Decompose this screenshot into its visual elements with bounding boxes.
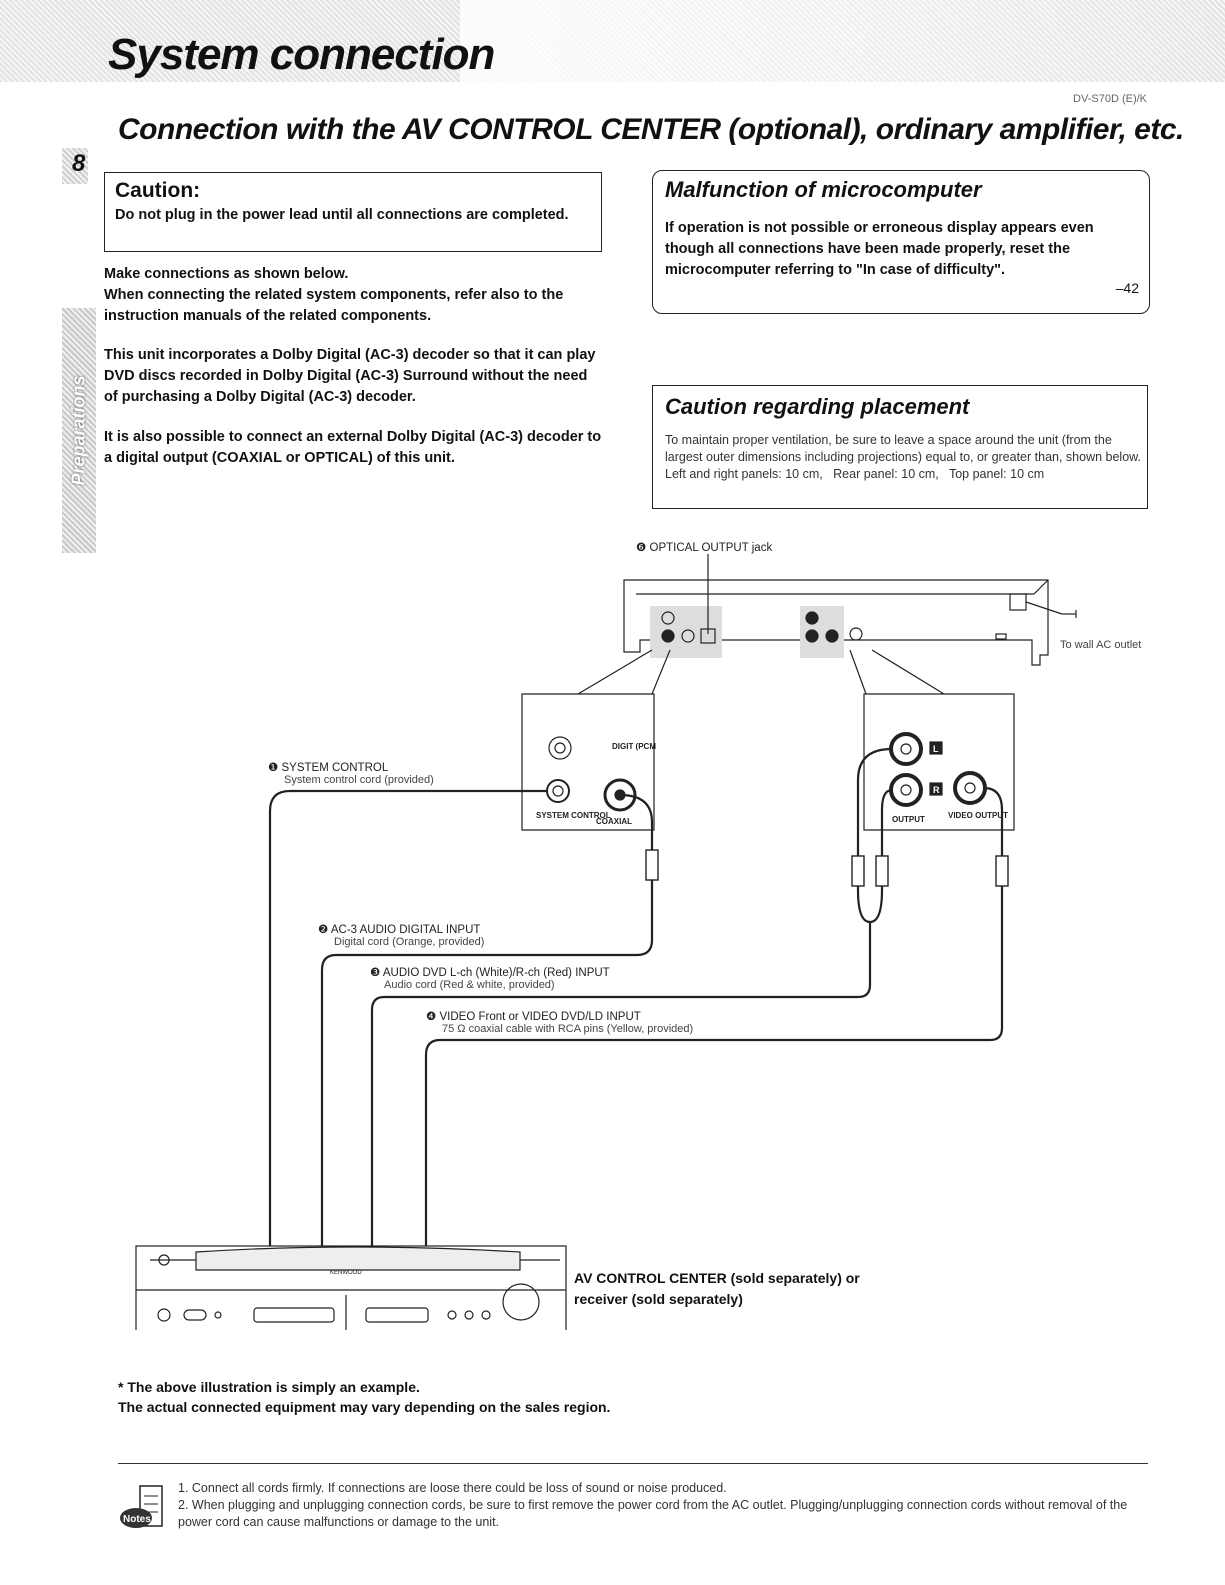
malfunction-title: Malfunction of microcomputer: [665, 177, 982, 202]
caution-box: Caution: Do not plug in the power lead u…: [104, 172, 602, 252]
connection-diagram: ❻ OPTICAL OUTPUT jack To wall AC outlet …: [135, 542, 1141, 1330]
cable-4-subtitle: 75 Ω coaxial cable with RCA pins (Yellow…: [442, 1023, 693, 1035]
digital-output-zoom-panel: [521, 693, 655, 831]
cable-3-title: ❸ AUDIO DVD L-ch (White)/R-ch (Red) INPU…: [370, 967, 610, 979]
page-reference: –42: [1115, 280, 1139, 296]
av-control-center-caption: AV CONTROL CENTER (sold separately) or r…: [574, 1268, 860, 1310]
analog-output-zoom-panel: [863, 693, 1015, 831]
note-item-1: 1. Connect all cords firmly. If connecti…: [178, 1481, 727, 1495]
malfunction-body: If operation is not possible or erroneou…: [665, 220, 1094, 278]
placement-body: To maintain proper ventilation, be sure …: [665, 432, 1141, 483]
placement-box: Caution regarding placement To maintain …: [652, 385, 1148, 509]
footnote: * The above illustration is simply an ex…: [118, 1377, 610, 1417]
optical-output-label: ❻ OPTICAL OUTPUT jack: [636, 542, 772, 554]
system-control-jack-label: SYSTEM CONTROL: [536, 811, 611, 820]
side-tab: [62, 308, 96, 553]
video-output-jack-label: VIDEO OUTPUT: [948, 811, 1008, 820]
section-title: Connection with the AV CONTROL CENTER (o…: [118, 113, 1184, 146]
notes-list: 1. Connect all cords firmly. If connecti…: [178, 1480, 1158, 1531]
dvd-player-rear-panel: [623, 554, 1077, 666]
cable-1-title: ❶ SYSTEM CONTROL: [268, 762, 389, 774]
cable-2-subtitle: Digital cord (Orange, provided): [334, 936, 484, 948]
intro-paragraph-2: When connecting the related system compo…: [104, 287, 564, 324]
page-number: 8: [72, 150, 86, 177]
placement-dimensions: Left and right panels: 10 cm, Rear panel…: [665, 467, 1045, 481]
footnote-line-1: * The above illustration is simply an ex…: [118, 1379, 420, 1395]
caution-title: Caution:: [115, 179, 201, 202]
footnote-line-2: The actual connected equipment may vary …: [118, 1399, 611, 1415]
avc-caption-line-1: AV CONTROL CENTER (sold separately) or: [574, 1270, 860, 1286]
coaxial-jack-label: COAXIAL: [596, 817, 632, 826]
cable-4-title: ❹ VIDEO Front or VIDEO DVD/LD INPUT: [426, 1011, 641, 1023]
avc-caption-line-2: receiver (sold separately): [574, 1291, 743, 1307]
cables: [268, 747, 1004, 1246]
placement-title: Caution regarding placement: [665, 394, 970, 419]
malfunction-box: Malfunction of microcomputer If operatio…: [652, 170, 1150, 314]
intro-paragraph-3: This unit incorporates a Dolby Digital (…: [104, 347, 596, 405]
notes-icon-label: Notes: [123, 1514, 151, 1525]
intro-paragraph-4: It is also possible to connect an extern…: [104, 429, 602, 466]
av-control-center-drawing: [135, 1245, 567, 1330]
digit-jack-label: DIGIT (PCM: [612, 742, 656, 751]
side-tab-label: Preparations: [68, 375, 89, 486]
right-channel-label: R: [933, 785, 940, 795]
wall-outlet-label: To wall AC outlet: [1060, 639, 1141, 651]
left-channel-label: L: [933, 744, 939, 754]
brand-logo: KENWOOD: [330, 1270, 362, 1276]
page-title: System connection: [108, 30, 495, 79]
notes-icon: Notes: [120, 1485, 163, 1528]
divider: [118, 1463, 1148, 1464]
cable-1-subtitle: System control cord (provided): [284, 774, 434, 786]
page-number-tab: [62, 148, 88, 184]
placement-text: To maintain proper ventilation, be sure …: [665, 433, 1141, 464]
model-code: DV-S70D (E)/K: [1073, 93, 1147, 105]
intro-paragraph-1: Make connections as shown below.: [104, 266, 349, 282]
caution-body: Do not plug in the power lead until all …: [115, 207, 569, 223]
audio-output-jack-label: OUTPUT: [892, 815, 925, 824]
cable-3-subtitle: Audio cord (Red & white, provided): [384, 979, 555, 991]
note-item-2: 2. When plugging and unplugging connecti…: [178, 1498, 1128, 1529]
cable-2-title: ❷ AC-3 AUDIO DIGITAL INPUT: [318, 924, 480, 936]
header-fade: [460, 0, 1225, 82]
side-tab-label-wrap: Preparations: [62, 308, 96, 553]
